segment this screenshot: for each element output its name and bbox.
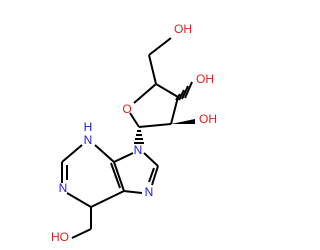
wedge-bond-c2-oh [171, 119, 195, 124]
hashed-bond-c1-n9 [134, 130, 144, 144]
bond-n3-c2 [61, 144, 83, 163]
bond-c8-n7 [151, 165, 159, 186]
bond-c5-o5 [148, 37, 172, 56]
bond-c4-n9 [113, 152, 134, 163]
atom-oh-right-lower: OH [199, 112, 217, 126]
structure-canvas: OH OH OH O N N H N N HO [51, 22, 217, 245]
atom-n7: N [145, 185, 154, 199]
bond-c1-o4 [129, 112, 140, 128]
bond-o4-c4 [133, 83, 157, 104]
bond-c3-c2 [170, 96, 179, 125]
atom-n1: N [59, 181, 68, 195]
atom-ho-bottom: HO [51, 230, 69, 244]
bond-c5-c4 [113, 161, 125, 192]
bond-c4-c5 [148, 54, 157, 85]
bond-n9-c8 [143, 152, 159, 167]
hashed-bond-c3-oh [175, 81, 193, 101]
atom-n9: N [134, 143, 143, 157]
bond-c4-c3 [155, 83, 179, 98]
atom-n3-h: H [84, 120, 93, 134]
bond-c5-c4-double [110, 162, 121, 189]
atom-oh-right-upper: OH [196, 72, 214, 86]
bond-c8-n7-double [148, 167, 155, 183]
bond-n1-c6 [66, 192, 92, 208]
atom-ring-oxygen: O [122, 102, 131, 116]
atom-n3: N [84, 133, 93, 147]
bond-n7-c5 [123, 190, 143, 194]
bond-c4-n3 [94, 144, 115, 163]
bond-ch2-oh [71, 228, 92, 239]
bond-c6-c5 [90, 190, 125, 208]
molecule-drawing: OH OH OH O N N H N N HO [51, 22, 217, 244]
atom-oh-top: OH [174, 22, 192, 36]
bond-c2-c1 [138, 123, 172, 128]
